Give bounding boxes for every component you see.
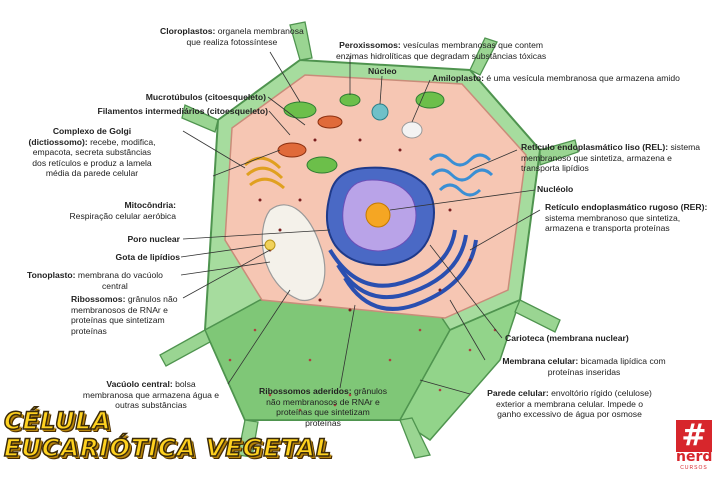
- hash-icon: #: [676, 420, 712, 452]
- label-parede: Parede celular: envoltório rígido (celul…: [472, 388, 667, 420]
- nucleo-name: Núcleo: [368, 66, 397, 76]
- golgi-desc3: dos retículos e produz a lamela: [32, 157, 152, 168]
- nucleus: [325, 166, 435, 267]
- mitocondria-desc1: Respiração celular aeróbica: [69, 210, 176, 221]
- rib-aderidos-desc1: grânulos: [351, 386, 387, 396]
- label-rib-aderidos: Ribossomos aderidos: grânulos não membra…: [248, 386, 398, 428]
- microtubulos-name: Mucrotúbulos (citoesqueleto): [145, 92, 266, 102]
- membrana-desc1: bicamada lipídica com: [578, 356, 666, 366]
- parede-desc1: envoltório rígido (celulose): [548, 388, 652, 398]
- vacuolo-desc3: outras substâncias: [115, 400, 187, 411]
- tonoplasto-desc2: central: [102, 280, 128, 291]
- ribosomes: [258, 138, 472, 312]
- ribossomos-desc3: proteínas que sintetizam: [71, 315, 165, 326]
- nucleolo-name: Nucléolo: [537, 184, 574, 194]
- label-carioteca: Carioteca (membrana nuclear): [505, 333, 629, 344]
- logo-sub: CURSOS: [680, 465, 708, 471]
- peroxisome: [371, 103, 389, 121]
- label-amiloplasto: Amiloplasto: é uma vesícula membranosa q…: [432, 73, 680, 84]
- rel-name: Retículo endoplasmático liso (REL):: [521, 142, 669, 152]
- rel-desc1: sistema: [668, 142, 701, 152]
- rib-aderidos-desc4: proteínas: [305, 417, 341, 428]
- nerd-logo: # nerd CURSOS: [676, 420, 712, 472]
- golgi-desc2: empacota, secreta substâncias: [32, 147, 152, 158]
- parede-name: Parede celular:: [487, 388, 549, 398]
- vacuolo-name: Vacúolo central:: [106, 379, 173, 389]
- label-gota: Gota de lipídios: [116, 252, 180, 263]
- smooth-er: [428, 153, 494, 197]
- central-vacuole: [261, 204, 326, 301]
- label-vacuolo: Vacúolo central: bolsa membranosa que ar…: [66, 379, 236, 411]
- amyloplast: [401, 121, 423, 139]
- label-golgi: Complexo de Golgi (dictiossomo): recebe,…: [6, 126, 178, 179]
- label-membrana: Membrana celular: bicamada lipídica com …: [484, 356, 684, 377]
- vacuolo-desc2: membranosa que armazena água e: [82, 389, 220, 400]
- label-poro: Poro nuclear: [127, 234, 180, 245]
- golgi-name1: Complexo de Golgi: [52, 126, 132, 136]
- poro-name: Poro nuclear: [127, 234, 180, 244]
- rer-desc1: sistema membranoso que sintetiza,: [545, 212, 681, 223]
- carioteca-name: Carioteca (membrana nuclear): [505, 333, 629, 343]
- golgi-desc1: recebe, modifica,: [87, 136, 156, 147]
- peroxissomos-desc1: vesículas membranosas que contem: [400, 40, 544, 50]
- golgi-name2: (dictiossomo):: [28, 136, 88, 147]
- ribossomos-name: Ribossomos:: [71, 294, 126, 304]
- cloroplastos-desc1: organela membranosa: [215, 26, 304, 36]
- rer-name: Retículo endoplasmático rugoso (RER):: [545, 202, 708, 212]
- rib-aderidos-desc2: não membranosos de RNAr e: [266, 396, 380, 407]
- cloroplastos-desc2: que realiza fotossíntese: [186, 36, 278, 47]
- amiloplasto-desc1: é uma vesícula membranosa que armazena a…: [484, 73, 680, 83]
- title-line2: EUCARIÓTICA VEGETAL: [3, 434, 333, 463]
- label-filamentos: Filamentos intermediários (citoesqueleto…: [98, 106, 268, 117]
- cloroplastos-name: Cloroplastos:: [160, 26, 216, 36]
- gota-name: Gota de lipídios: [115, 252, 180, 262]
- label-microtubulos: Mucrotúbulos (citoesqueleto): [146, 92, 266, 103]
- parede-desc3: ganho excessivo de água por osmose: [497, 409, 642, 420]
- tonoplasto-name: Tonoplasto:: [27, 270, 76, 280]
- label-nucleo: Núcleo: [368, 66, 397, 77]
- membrana-desc2: proteínas inseridas: [547, 366, 621, 377]
- rough-er: [328, 229, 478, 311]
- lipid-droplet: [264, 239, 276, 251]
- page-title: CÉLULA EUCARIÓTICA VEGETAL: [3, 407, 333, 463]
- rel-desc3: transporta lipídios: [521, 163, 589, 174]
- rel-desc2: membranoso que sintetiza, armazena e: [521, 152, 672, 163]
- rer-desc2: armazena e transporta proteínas: [545, 223, 670, 234]
- amiloplasto-name: Amiloplasto:: [432, 73, 485, 83]
- nucleolus: [365, 202, 391, 228]
- leader-lines: [180, 51, 541, 395]
- vacuolo-desc1: bolsa: [172, 379, 196, 389]
- logo-word: nerd: [676, 449, 713, 465]
- golgi-desc4: média da parede celular: [45, 168, 139, 179]
- mitocondria-name: Mitocôndria:: [124, 200, 176, 210]
- rib-aderidos-desc3: proteínas que sintetizam: [276, 407, 370, 418]
- label-rer: Retículo endoplasmático rugoso (RER): si…: [545, 202, 707, 234]
- label-nucleolo: Nucléolo: [537, 184, 573, 195]
- label-peroxissomos: Peroxissomos: vesículas membranosas que …: [336, 40, 546, 61]
- parede-desc2: exterior a membrana celular. Impede o: [495, 398, 644, 409]
- mitochondria: [277, 115, 343, 158]
- label-cloroplastos: Cloroplastos: organela membranosa que re…: [160, 26, 304, 47]
- title-line1: CÉLULA: [3, 407, 112, 436]
- label-ribossomos: Ribossomos: grânulos não membranosos de …: [71, 294, 178, 336]
- membrana-name: Membrana celular:: [502, 356, 579, 366]
- peroxissomos-desc2: enzimas hidrolíticas que degradam substâ…: [336, 50, 547, 61]
- ribossomos-desc1: grânulos não: [125, 294, 178, 304]
- label-tonoplasto: Tonoplasto: membrana do vacúolo central: [27, 270, 163, 291]
- peroxissomos-name: Peroxissomos:: [339, 40, 401, 50]
- label-mitocondria: Mitocôndria: Respiração celular aeróbica: [69, 200, 176, 221]
- ribossomos-desc4: proteínas: [71, 325, 107, 336]
- rib-aderidos-name: Ribossomos aderidos:: [259, 386, 352, 396]
- tonoplasto-desc1: membrana do vacúolo: [75, 270, 163, 280]
- filamentos-name: Filamentos intermediários (citoesqueleto…: [97, 106, 268, 116]
- label-rel: Retículo endoplasmático liso (REL): sist…: [521, 142, 700, 174]
- ribossomos-desc2: membranosos de RNAr e: [71, 304, 168, 315]
